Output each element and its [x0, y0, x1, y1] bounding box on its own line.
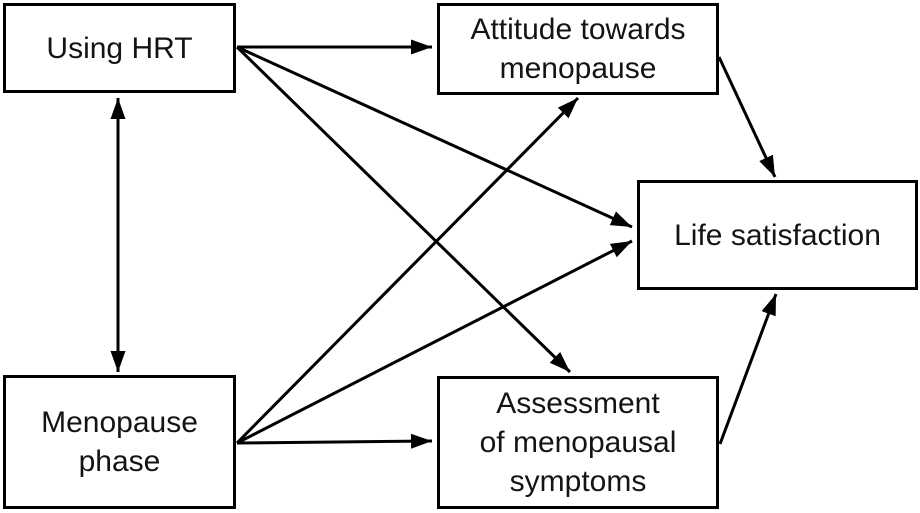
node-using-hrt-label: Using HRT [46, 31, 193, 65]
edge-menopause-phase-to-assessment-arrow [236, 433, 433, 449]
node-using-hrt: Using HRT [3, 3, 236, 93]
node-attitude-towards-menopause: Attitude towards menopause [437, 3, 719, 95]
edge-using-hrt-to-assessment-arrow [235, 45, 572, 374]
edge-assessment-to-life-satisfaction-arrow [718, 293, 778, 445]
node-menopause-phase: Menopause phase [3, 375, 236, 509]
edge-attitude-to-life-satisfaction-arrow [717, 56, 777, 178]
node-menopause-phase-label: Menopause phase [41, 406, 198, 478]
node-life-satisfaction-label: Life satisfaction [674, 218, 881, 252]
node-assessment-of-menopausal-symptoms: Assessment of menopausal symptoms [437, 376, 719, 509]
node-assessment-of-menopausal-symptoms-label: Assessment of menopausal symptoms [479, 387, 677, 498]
node-life-satisfaction: Life satisfaction [637, 180, 918, 290]
node-attitude-towards-menopause-label: Attitude towards menopause [470, 13, 686, 85]
